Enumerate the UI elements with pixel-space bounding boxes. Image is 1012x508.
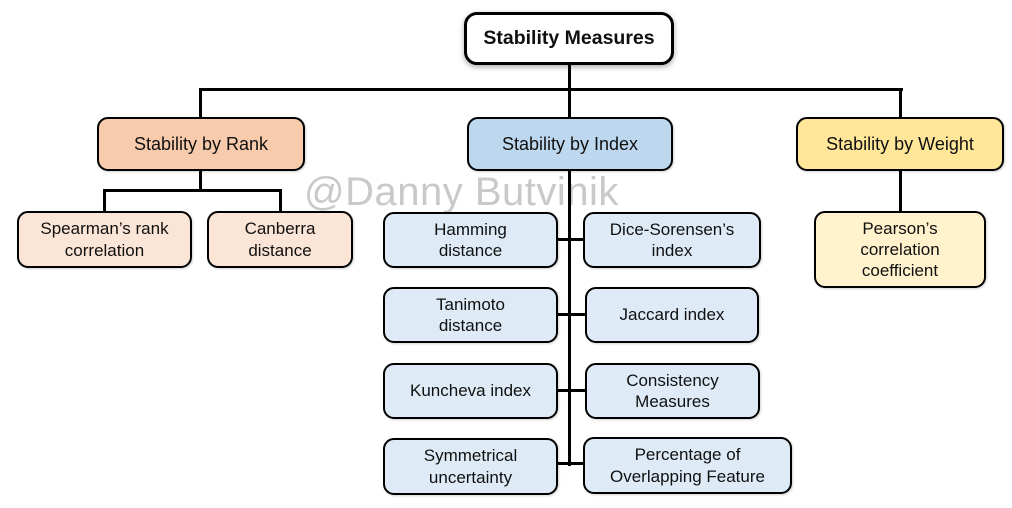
connector-row3-stub (556, 389, 587, 392)
node-pearsons-correlation-coefficient: Pearson’s correlation coefficient (814, 211, 986, 288)
connector-canberra-drop (279, 189, 282, 212)
node-percentage-of-overlapping-feature: Percentage of Overlapping Feature (583, 437, 792, 494)
connector-rank-horizontal (103, 189, 282, 192)
connector-root-stem (568, 63, 571, 91)
connector-spearman-drop (103, 189, 106, 212)
connector-index-trunk (568, 169, 571, 466)
connector-row2-stub (556, 313, 587, 316)
node-stability-by-index: Stability by Index (467, 117, 673, 171)
node-tanimoto-distance: Tanimoto distance (383, 287, 558, 343)
connector-row4-stub (556, 462, 585, 465)
node-jaccard-index: Jaccard index (585, 287, 759, 343)
node-kuncheva-index: Kuncheva index (383, 363, 558, 419)
node-symmetrical-uncertainty: Symmetrical uncertainty (383, 438, 558, 495)
connector-weight-drop (899, 88, 902, 119)
watermark: @Danny Butvinik (304, 170, 619, 214)
connector-rank-stem (199, 169, 202, 192)
connector-index-drop (568, 88, 571, 119)
node-hamming-distance: Hamming distance (383, 212, 558, 268)
node-canberra-distance: Canberra distance (207, 211, 353, 268)
node-stability-by-weight: Stability by Weight (796, 117, 1004, 171)
connector-rank-drop (199, 88, 202, 119)
node-spearmans-rank-correlation: Spearman’s rank correlation (17, 211, 192, 268)
node-consistency-measures: Consistency Measures (585, 363, 760, 419)
node-dice-sorensens-index: Dice-Sorensen’s index (583, 212, 761, 268)
node-stability-by-rank: Stability by Rank (97, 117, 305, 171)
connector-weight-stem (899, 169, 902, 212)
connector-top-horizontal (199, 88, 903, 91)
node-stability-measures: Stability Measures (464, 12, 674, 65)
connector-row1-stub (556, 238, 585, 241)
